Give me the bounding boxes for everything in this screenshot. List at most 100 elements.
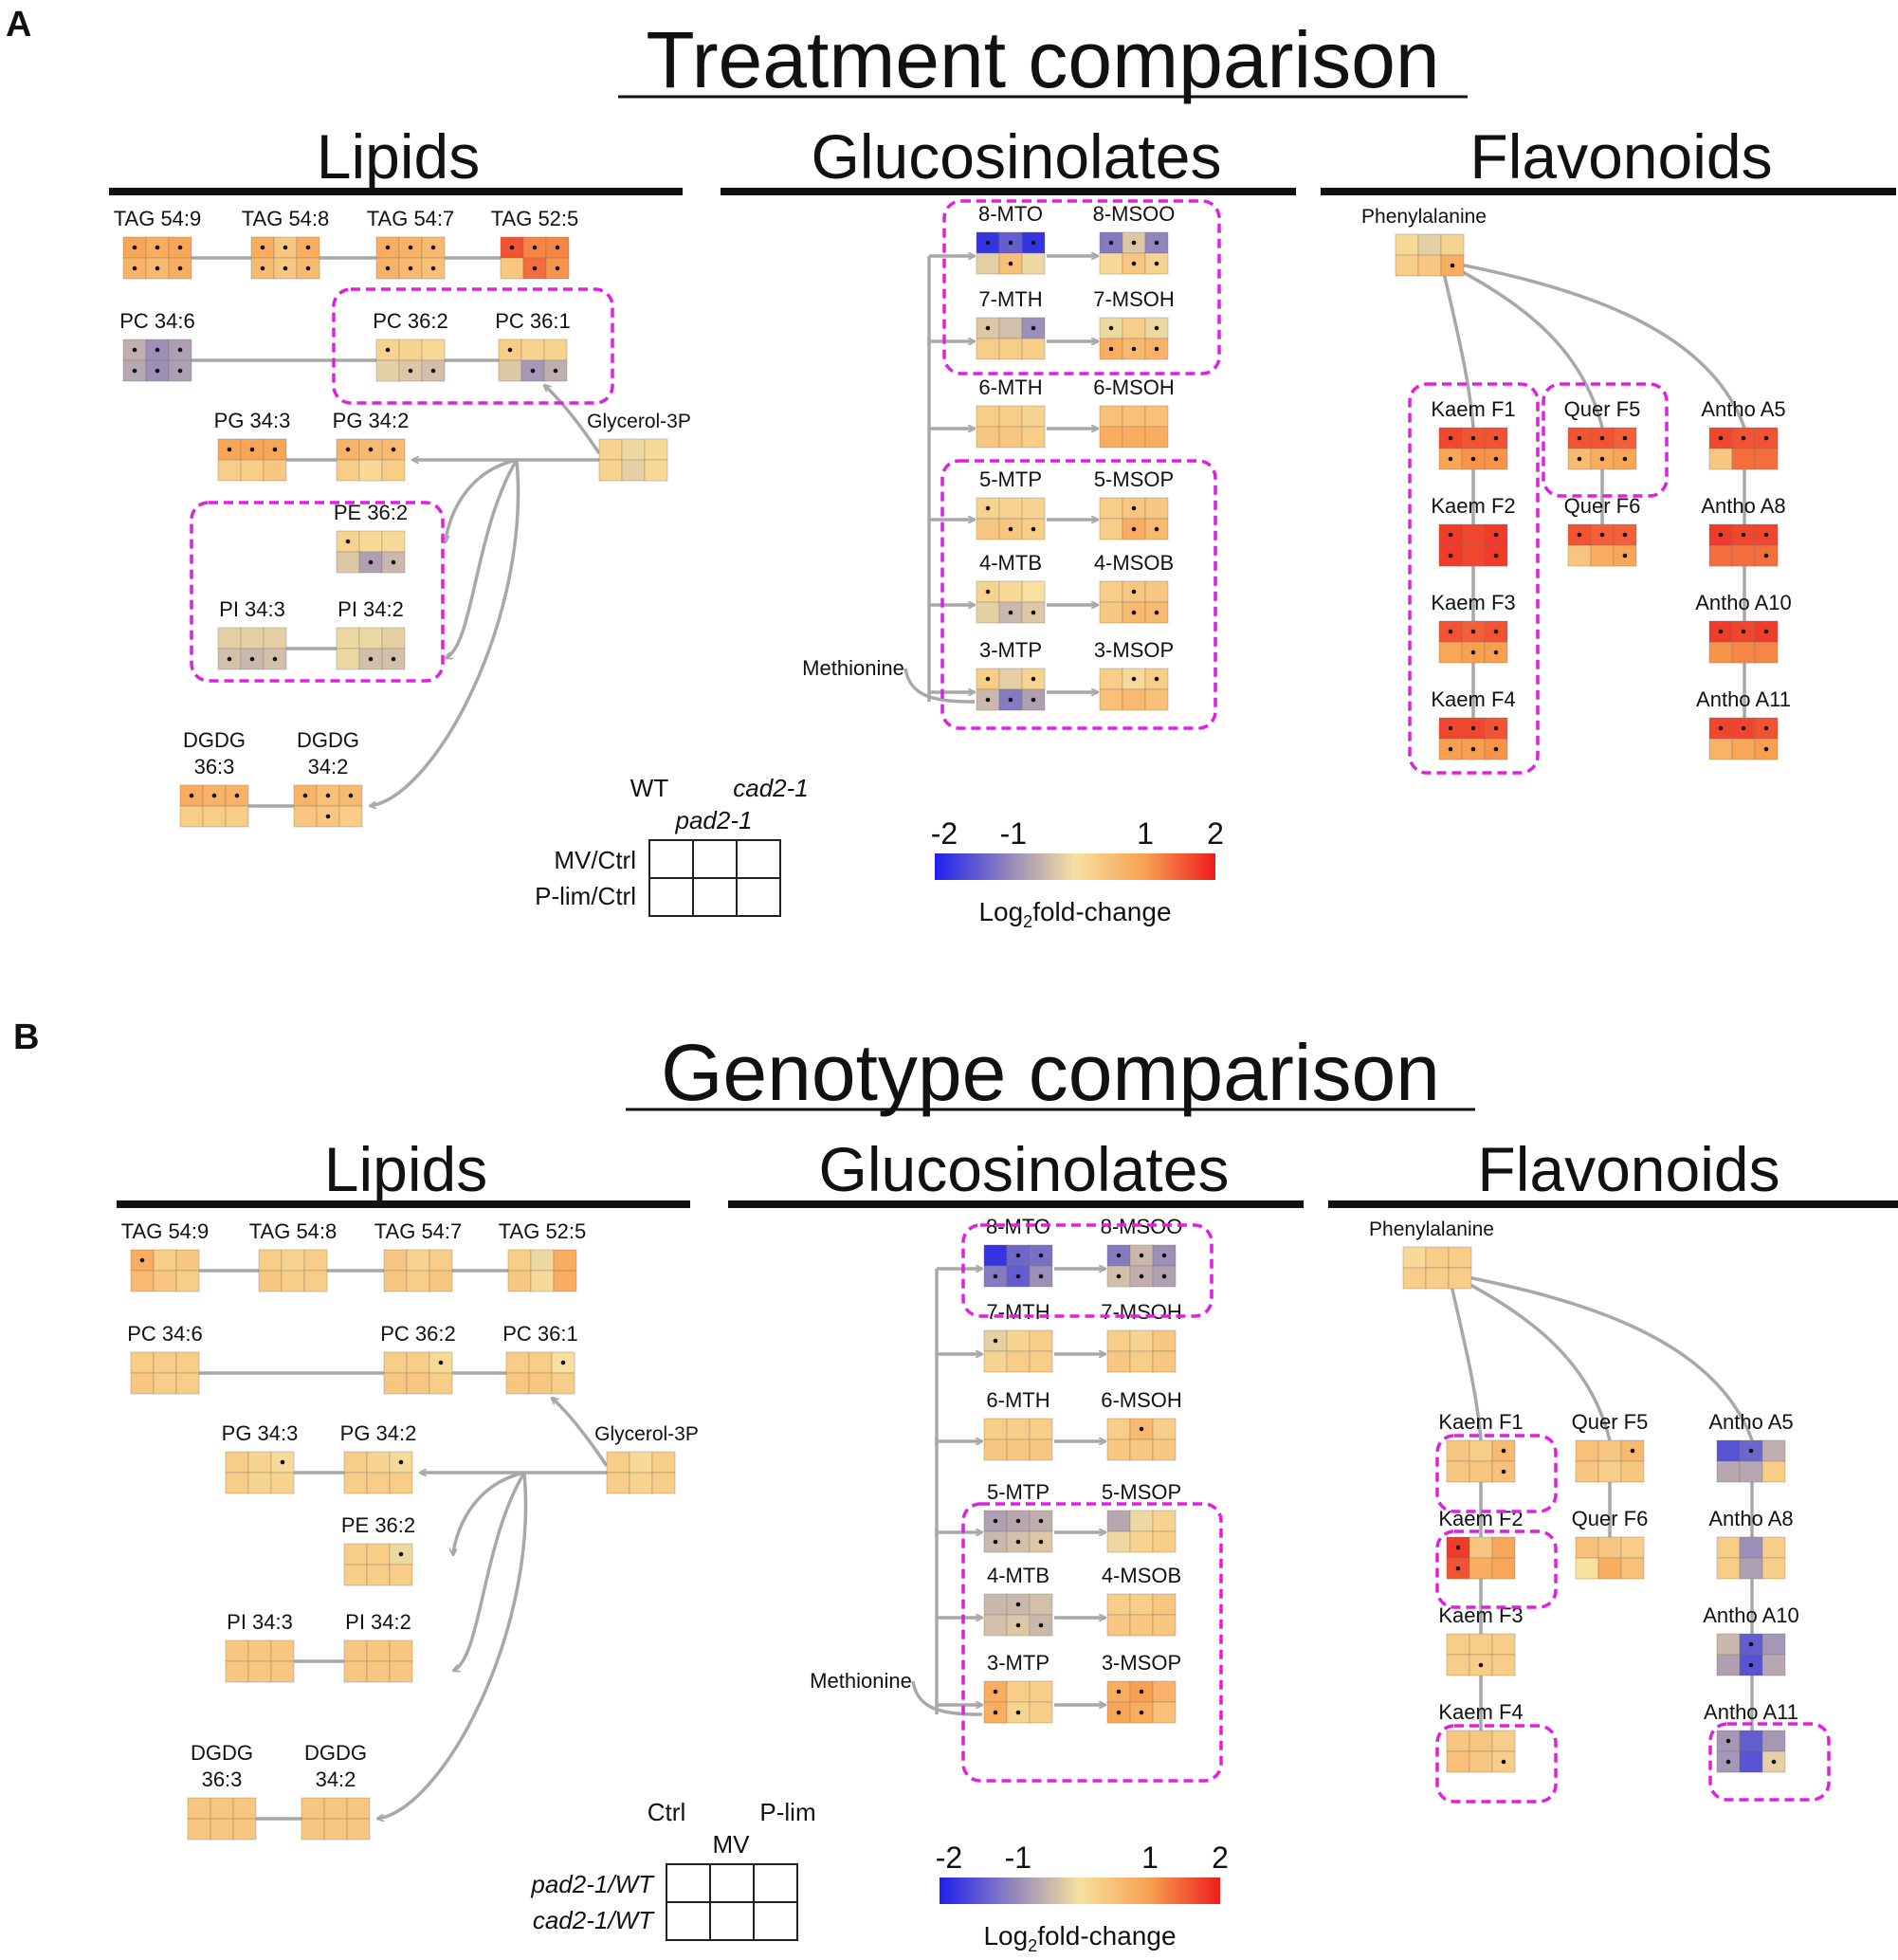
- metabolite-label: DGDG: [304, 1741, 367, 1765]
- pathway-link: [1440, 259, 1604, 429]
- heat-cell: [247, 1472, 272, 1494]
- significance-dot: [1622, 456, 1628, 462]
- heat-cell: [323, 1818, 348, 1841]
- heat-cell: [336, 459, 360, 482]
- heat-cell: [1122, 405, 1146, 428]
- panel-letter: B: [13, 1017, 39, 1057]
- heat-cell: [976, 601, 1000, 624]
- significance-dot: [1139, 1273, 1144, 1279]
- heat-cell: [621, 459, 646, 482]
- significance-dot: [1599, 532, 1605, 538]
- metabolite-label: PG 34:2: [333, 409, 410, 432]
- significance-dot: [1718, 629, 1724, 634]
- heat-cell: [343, 1639, 368, 1662]
- significance-dot: [234, 793, 240, 798]
- pathway-link: [1448, 1272, 1754, 1441]
- metabolite-quer-f5: Quer F5: [1572, 1410, 1648, 1483]
- metabolite-4-msob: 4-MSOB: [1094, 551, 1174, 624]
- metabolite-3-msop: 3-MSOP: [1102, 1651, 1181, 1724]
- heat-cell: [1152, 1593, 1177, 1616]
- heat-cell: [1597, 1536, 1622, 1559]
- heat-cell: [1021, 338, 1046, 360]
- metabolite-label: 3-MTP: [987, 1651, 1049, 1675]
- metabolite-label: PG 34:3: [222, 1421, 299, 1445]
- heat-cell: [175, 1351, 200, 1374]
- heat-cell: [1461, 523, 1486, 546]
- heat-cell: [644, 438, 668, 461]
- significance-dot: [1763, 746, 1769, 752]
- heat-cell: [1739, 1460, 1763, 1483]
- significance-dot: [1116, 1689, 1122, 1694]
- significance-dot: [993, 1273, 998, 1279]
- highlight-box: [1435, 1724, 1558, 1804]
- heat-cell: [187, 1818, 211, 1841]
- heat-cell: [1129, 1530, 1154, 1553]
- metabolite-pc-36-1: PC 36:1: [495, 309, 571, 382]
- heat-cell: [366, 1639, 391, 1662]
- heat-cell: [240, 627, 265, 650]
- significance-dot: [1763, 553, 1769, 559]
- heat-cell: [406, 1351, 430, 1374]
- heat-cell: [1106, 1329, 1131, 1352]
- heat-cell: [1152, 1680, 1177, 1703]
- heat-cell: [1716, 1536, 1741, 1559]
- significance-dot: [1154, 261, 1159, 266]
- heat-cell: [406, 1270, 430, 1292]
- heat-cell: [1446, 1730, 1470, 1752]
- heat-cell: [375, 359, 400, 382]
- heat-cell: [983, 1438, 1008, 1461]
- significance-dot: [1015, 1539, 1021, 1545]
- heat-cell: [366, 1472, 391, 1494]
- metabolite-label: TAG 52:5: [499, 1219, 587, 1243]
- significance-dot: [1139, 1689, 1144, 1694]
- metabolite-label: 7-MSOH: [1101, 1300, 1182, 1324]
- significance-dot: [1741, 532, 1746, 538]
- heat-cell: [1099, 601, 1123, 624]
- heat-cell: [270, 1660, 295, 1683]
- highlight-boxes: [961, 1223, 1831, 1804]
- heat-cell: [1129, 1329, 1154, 1352]
- heat-cell: [500, 257, 524, 280]
- significance-dot: [1763, 629, 1769, 634]
- metabolite-pg-34-3: PG 34:3: [222, 1421, 299, 1494]
- significance-dot: [1139, 1710, 1144, 1715]
- significance-dot: [1131, 346, 1137, 352]
- metabolite-label: 5-MSOP: [1094, 467, 1174, 491]
- significance-dot: [993, 1539, 998, 1545]
- heat-cell: [346, 1818, 371, 1841]
- heat-cell: [1106, 1530, 1131, 1553]
- significance-dot: [1470, 435, 1476, 441]
- legend-row-label: MV/Ctrl: [554, 846, 636, 874]
- metabolite-label: 4-MTB: [979, 551, 1042, 575]
- heat-cell: [629, 1451, 653, 1474]
- heat-cell: [1461, 544, 1486, 567]
- heat-cell: [1754, 448, 1779, 470]
- heat-cell: [1731, 448, 1756, 470]
- heat-cell: [498, 359, 522, 382]
- significance-dot: [1139, 1253, 1144, 1258]
- significance-dot: [227, 447, 232, 452]
- metabolite-kaem-f4: Kaem F4: [1431, 687, 1516, 760]
- heat-cell: [998, 668, 1023, 690]
- metabolite-tag-54-8: TAG 54:8: [249, 1219, 337, 1292]
- metabolite-label: TAG 54:9: [121, 1219, 210, 1243]
- significance-dot: [530, 368, 536, 374]
- heat-cell: [1099, 518, 1123, 540]
- heat-cell: [1716, 1633, 1741, 1656]
- metabolite-tag-54-8: TAG 54:8: [242, 207, 329, 280]
- heat-cell: [381, 530, 406, 553]
- heat-cell: [281, 1270, 305, 1292]
- highlight-box: [332, 287, 614, 405]
- heat-cell: [398, 339, 423, 361]
- significance-dot: [1725, 1759, 1731, 1765]
- heat-cell: [179, 805, 204, 828]
- heat-cell: [1761, 1654, 1786, 1676]
- metabolite-tag-54-9: TAG 54:9: [114, 207, 201, 280]
- metabolite-label: PI 34:3: [219, 597, 285, 621]
- heat-cell: [1152, 1418, 1177, 1440]
- significance-dot: [1455, 1545, 1461, 1550]
- heat-cell: [1491, 1633, 1516, 1656]
